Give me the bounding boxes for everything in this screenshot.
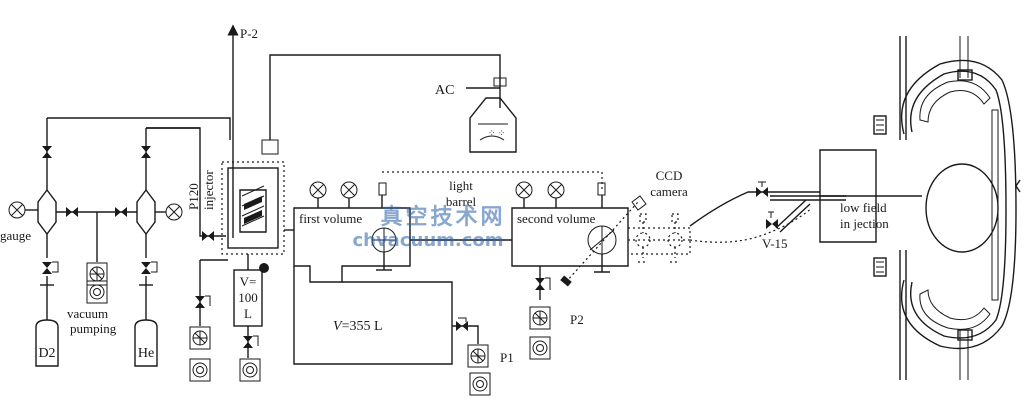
gauge-icon xyxy=(515,181,533,199)
rough-pump-icon xyxy=(529,336,551,360)
second-volume-section: second volume P2 xyxy=(511,181,647,360)
pumping-label: pumping xyxy=(70,321,117,336)
valve-icon xyxy=(756,187,768,197)
plasma-core xyxy=(925,163,999,253)
gas-vessel-d2 xyxy=(37,188,57,236)
tokamak-section: low field in jection xyxy=(819,36,1021,380)
gauge-icon xyxy=(340,181,358,199)
gas-supply-section: D2 gauge vacuum pumping He xyxy=(0,117,231,367)
first-volume-section: first volume light barrel V=355 L P1 xyxy=(293,171,606,396)
v100-label-2: 100 xyxy=(238,290,258,305)
watermark-url: chvacuum.com xyxy=(352,230,503,251)
mirror-icon xyxy=(560,275,572,287)
first-volume-label: first volume xyxy=(299,211,362,226)
p1-label: P1 xyxy=(500,350,514,365)
low-field-label: low field xyxy=(840,200,887,215)
rough-pump-icon xyxy=(469,372,491,396)
gauge-icon xyxy=(547,181,565,199)
vacuum-label: vacuum xyxy=(67,306,108,321)
valve-icon xyxy=(202,231,214,241)
ac-contents: ⁘ ⁘ xyxy=(488,128,505,138)
valve-icon xyxy=(66,207,78,217)
ac-section: AC ⁘ ⁘ xyxy=(435,77,517,153)
vacuum-pump-icon xyxy=(86,280,108,304)
gauge-icon xyxy=(8,201,26,219)
valve-icon xyxy=(243,336,253,348)
watermark-cn: 真空技术网 xyxy=(380,204,505,230)
light-label: light xyxy=(449,178,473,193)
barrel-label: barrel xyxy=(446,194,477,209)
sensor-icon xyxy=(378,182,387,196)
tokamak-vessel xyxy=(900,59,1017,350)
gauge-icon xyxy=(259,263,269,273)
gas-vessel-he xyxy=(136,188,156,236)
d2-cylinder xyxy=(35,319,59,367)
injection-label: in jection xyxy=(840,216,889,231)
ac-label: AC xyxy=(435,83,454,98)
v355-label: V=355 L xyxy=(333,319,383,334)
he-cylinder xyxy=(134,319,158,367)
rough-pump-icon xyxy=(189,358,211,382)
rough-pump-icon xyxy=(239,358,261,382)
vacuum-pump-icon xyxy=(86,262,108,286)
camera-label: camera xyxy=(650,184,688,199)
v100-label-1: V= xyxy=(240,274,257,289)
p120-injector-label: P120 injector xyxy=(186,170,216,210)
watermark: 真空技术网 chvacuum.com xyxy=(352,204,505,251)
injection-port xyxy=(819,149,877,243)
mirror-icon xyxy=(631,195,647,211)
valve-icon xyxy=(42,262,52,274)
v100-label-3: L xyxy=(244,306,252,321)
he-label: He xyxy=(138,346,154,361)
d2-label: D2 xyxy=(38,346,55,361)
valve-icon xyxy=(141,262,151,274)
turbo-pump-icon xyxy=(189,326,211,350)
v15-section: V-15 xyxy=(689,181,846,251)
second-volume-chamber xyxy=(511,207,629,267)
valve-icon xyxy=(141,146,151,158)
turbo-pump-icon xyxy=(529,306,551,330)
injector-section: P-2 P120 injector V= 100 L xyxy=(186,24,501,382)
valve-icon xyxy=(535,278,545,290)
p2-top-label: P-2 xyxy=(240,26,258,41)
turbo-pump-icon xyxy=(467,344,489,368)
p2-label: P2 xyxy=(570,312,584,327)
valve-icon xyxy=(42,146,52,158)
gauge-icon xyxy=(309,181,327,199)
second-volume-label: second volume xyxy=(517,211,596,226)
coil-block xyxy=(873,115,887,135)
ac-vessel xyxy=(469,97,517,153)
ccd-label: CCD xyxy=(656,168,683,183)
injector-head xyxy=(261,139,279,155)
valve-icon xyxy=(115,207,127,217)
v15-label: V-15 xyxy=(762,236,788,251)
injector-housing xyxy=(221,161,285,255)
valve-icon xyxy=(195,296,205,308)
ccd-camera-section: CCD camera xyxy=(628,168,813,263)
valve-icon xyxy=(766,219,778,229)
gauge-icon xyxy=(165,203,183,221)
valve-icon xyxy=(456,321,468,331)
gauge-label: gauge xyxy=(0,228,31,243)
coil-block xyxy=(873,257,887,277)
